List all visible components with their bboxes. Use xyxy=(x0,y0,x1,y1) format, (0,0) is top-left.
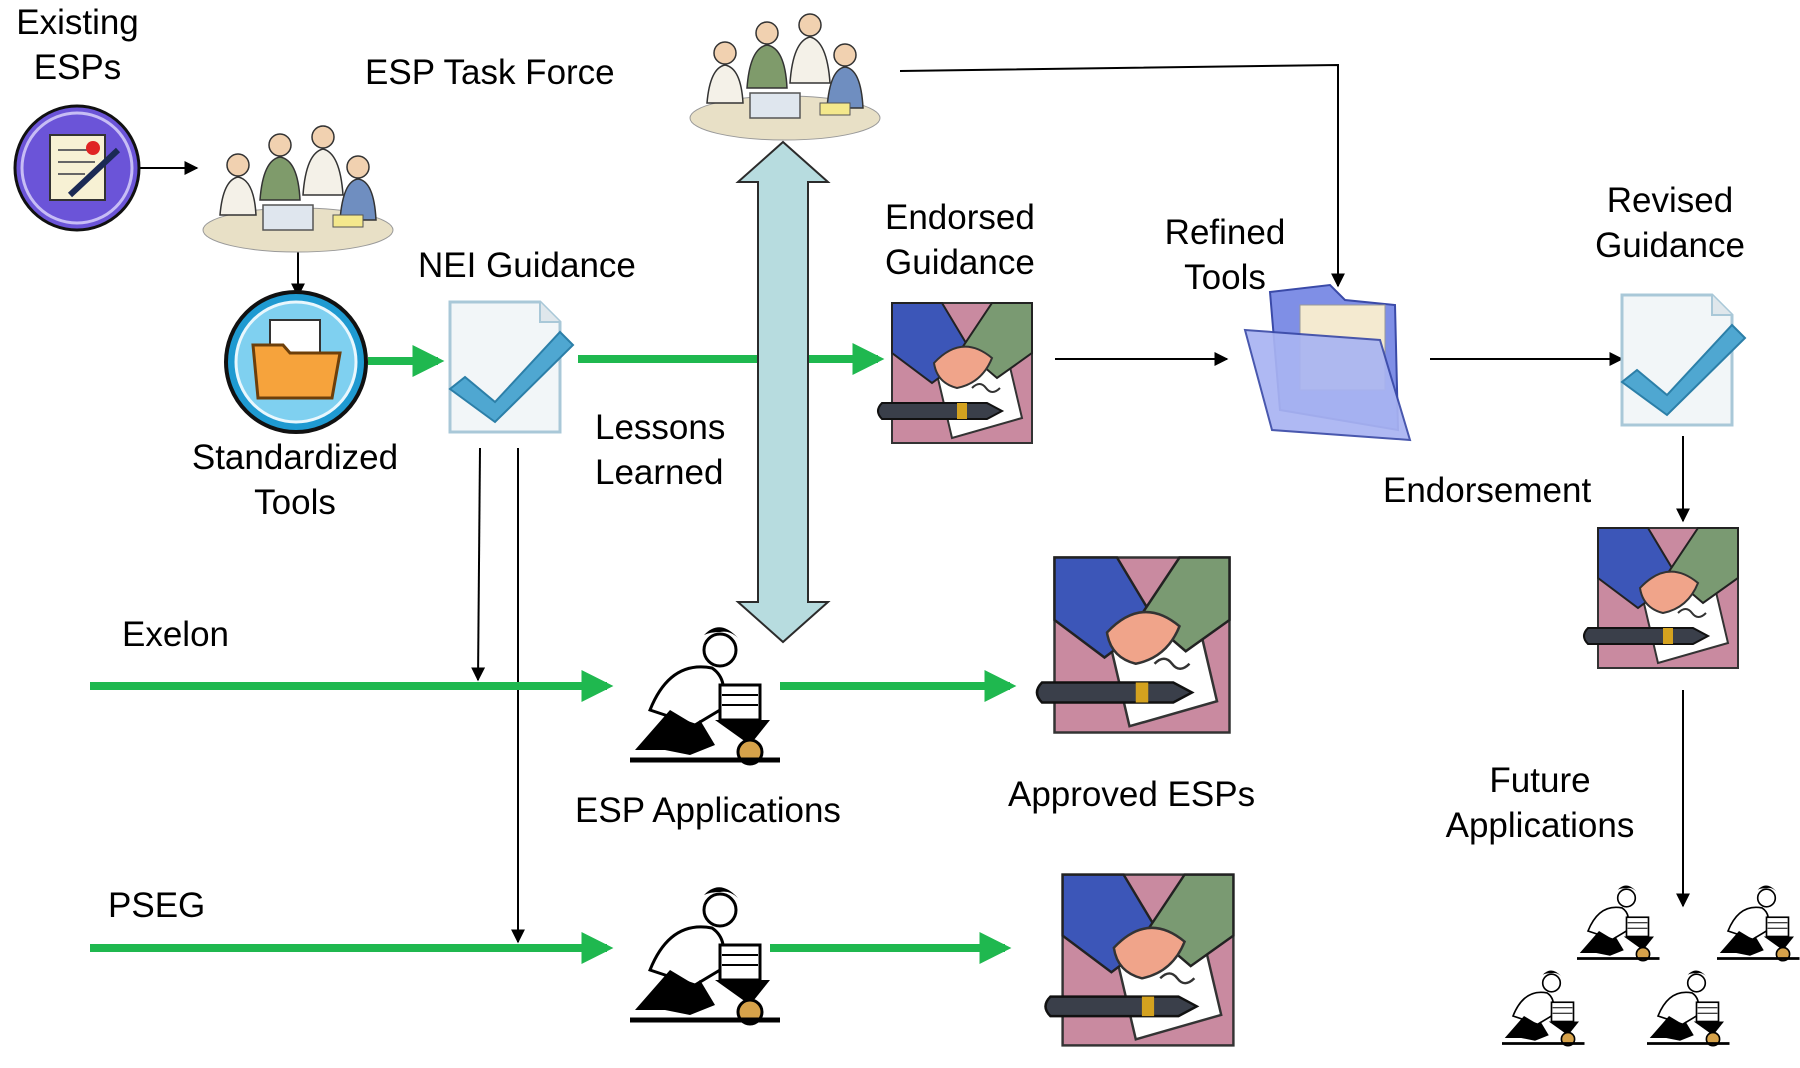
worker-wheelbarrow-icon-future-4 xyxy=(1645,969,1731,1048)
worker-wheelbarrow-icon-future-1 xyxy=(1575,884,1661,963)
green-arrows xyxy=(90,343,1017,964)
handshake-contract-icon-approved-exelon xyxy=(1035,556,1231,734)
handshake-contract-icon-approved-pseg xyxy=(1044,873,1235,1047)
orange-folder-badge-icon xyxy=(224,290,368,434)
arrow-nei-to-exelon xyxy=(471,447,486,682)
label-approved-esps: Approved ESPs xyxy=(1008,775,1256,814)
arrow-taskforce-to-refined-tools xyxy=(899,63,1345,288)
label-pseg: PSEG xyxy=(108,886,206,925)
team-meeting-icon-task-force xyxy=(689,13,881,141)
handshake-contract-icon-endorsement xyxy=(1583,527,1739,669)
checked-document-icon-revised xyxy=(1620,293,1747,427)
worker-wheelbarrow-icon-future-3 xyxy=(1500,969,1586,1048)
label-endorsement: Endorsement xyxy=(1383,471,1592,510)
handshake-contract-icon-endorsed xyxy=(877,302,1033,444)
team-meeting-icon-existing xyxy=(202,125,394,253)
certificate-badge-icon xyxy=(13,104,141,232)
label-exelon: Exelon xyxy=(122,615,230,654)
blue-folder-icon xyxy=(1243,283,1412,442)
worker-wheelbarrow-icon-exelon xyxy=(630,627,780,764)
worker-wheelbarrow-icon-future-2 xyxy=(1715,884,1800,963)
label-esp-applications: ESP Applications xyxy=(575,791,841,830)
worker-wheelbarrow-icon-pseg xyxy=(630,887,780,1024)
checked-document-icon-nei xyxy=(448,300,575,434)
label-nei-guidance: NEI Guidance xyxy=(418,246,636,285)
lessons-learned-double-arrow xyxy=(735,140,831,644)
label-esp-task-force: ESP Task Force xyxy=(365,53,615,92)
connector-arrows xyxy=(140,63,1690,944)
